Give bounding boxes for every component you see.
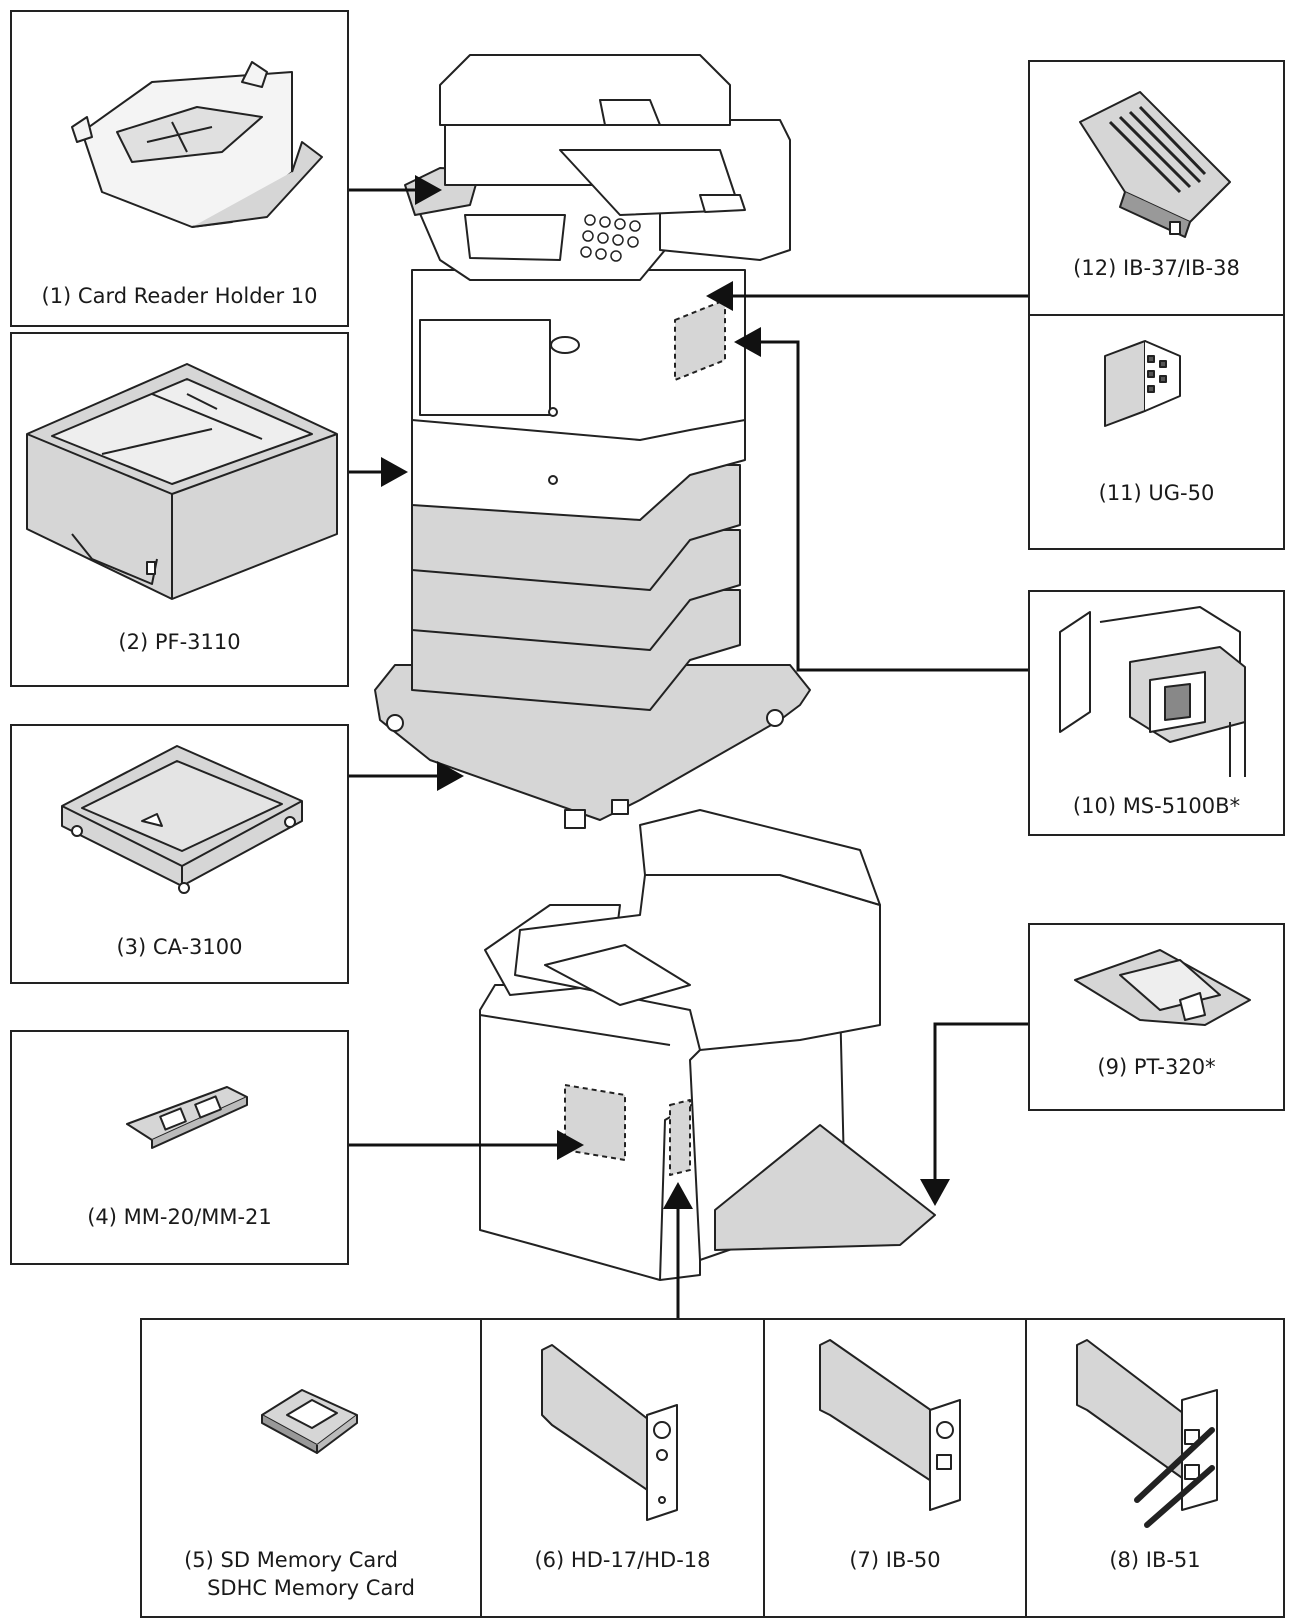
label-pt320: (9) PT-320*: [1097, 1055, 1216, 1079]
option-ib37: (12) IB-37/IB-38: [1028, 60, 1285, 316]
option-paper-feeder: (2) PF-3110: [10, 332, 349, 687]
ms5100b-icon: [1059, 606, 1246, 777]
arrow-tray: [920, 1022, 1028, 1206]
label-ug50: (11) UG-50: [1098, 481, 1215, 505]
label-ssd: (6) HD-17/HD-18: [534, 1548, 711, 1572]
paper-feeder-icon: [26, 363, 338, 600]
label-sd-card-line2: SDHC Memory Card: [207, 1576, 415, 1600]
lower-printer-illustration: [479, 809, 936, 1281]
label-ib50: (7) IB-50: [849, 1548, 941, 1572]
label-ms5100b: (10) MS-5100B*: [1072, 794, 1241, 818]
ib51-board-icon: [1076, 1339, 1218, 1528]
label-memory: (4) MM-20/MM-21: [87, 1205, 272, 1229]
ib50-board-icon: [819, 1339, 961, 1511]
label-paper-feeder: (2) PF-3110: [118, 630, 241, 654]
memory-module-icon: [126, 1086, 248, 1149]
label-sd-card-line1: (5) SD Memory Card: [184, 1548, 398, 1572]
ug50-icon: [1104, 340, 1181, 427]
option-ib50: (7) IB-50: [763, 1318, 1027, 1618]
option-ug50: (11) UG-50: [1028, 314, 1285, 550]
option-pt320: (9) PT-320*: [1028, 923, 1285, 1111]
arrow-card-reader-unit: [734, 327, 1028, 672]
upper-printer-illustration: [374, 54, 811, 829]
sd-card-icon: [261, 1389, 358, 1454]
connector-arrows: [348, 175, 1028, 1318]
option-ib51: (8) IB-51: [1025, 1318, 1285, 1618]
caster-icon: [61, 745, 303, 894]
label-ib51: (8) IB-51: [1109, 1548, 1201, 1572]
card-reader-holder-icon: [71, 61, 323, 228]
option-ms5100b: (10) MS-5100B*: [1028, 590, 1285, 836]
pt320-tray-icon: [1074, 949, 1251, 1026]
option-caster: (3) CA-3100: [10, 724, 349, 984]
option-ssd: (6) HD-17/HD-18: [480, 1318, 765, 1618]
option-sd-card: (5) SD Memory Card SDHC Memory Card: [140, 1318, 482, 1618]
option-card-reader-holder: (1) Card Reader Holder 10: [10, 10, 349, 327]
label-caster: (3) CA-3100: [116, 935, 243, 959]
label-ib37: (12) IB-37/IB-38: [1073, 256, 1240, 280]
network-interface-ib37-icon: [1079, 91, 1231, 238]
label-card-reader-holder: (1) Card Reader Holder 10: [41, 284, 318, 308]
ssd-board-icon: [541, 1344, 678, 1521]
option-memory: (4) MM-20/MM-21: [10, 1030, 349, 1265]
